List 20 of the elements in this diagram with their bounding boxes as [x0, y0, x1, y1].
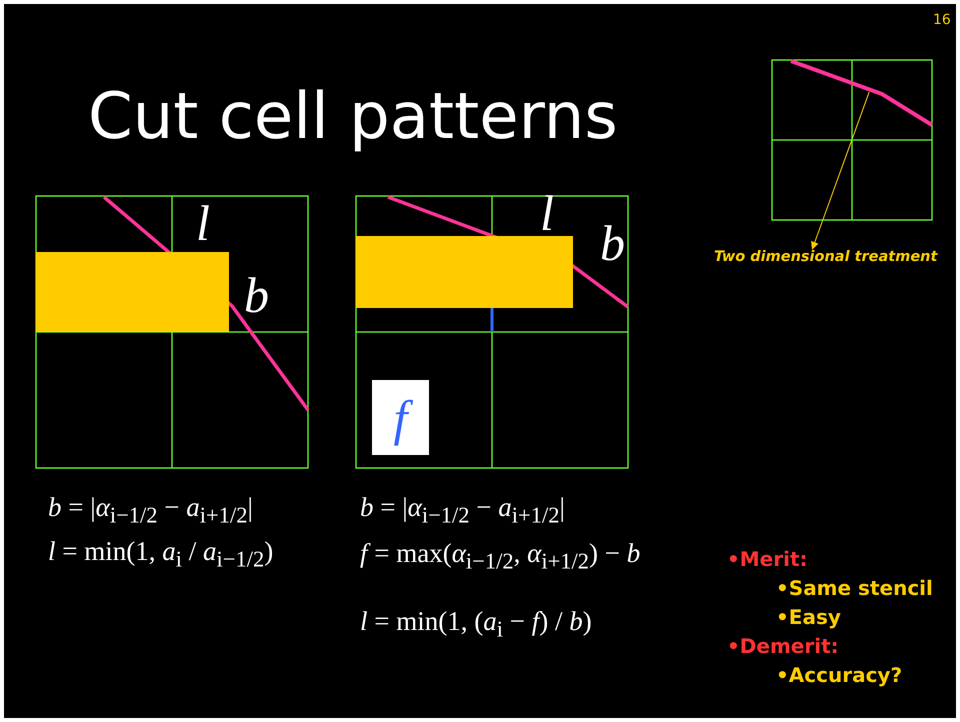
- formula: l = min(1, a$_{i}$ / a$_{i−1/2}$): [48, 536, 274, 572]
- variable-label: l: [540, 190, 554, 238]
- bullet-heading: •Merit:: [727, 547, 808, 571]
- bullet-item: •Same stencil: [776, 576, 933, 600]
- symbol-card: f: [372, 380, 429, 455]
- variable-label: b: [600, 220, 625, 268]
- variable-label: b: [244, 272, 269, 320]
- formula: l = min(1, (a$_{i}$ − f) / b): [360, 606, 592, 642]
- bullet-heading: •Demerit:: [727, 634, 839, 658]
- variable-label: l: [196, 200, 210, 248]
- bullet-item: •Easy: [776, 605, 841, 629]
- formula: b = |α$_{i−1/2}$ − a$_{i+1/2}$|: [48, 492, 253, 528]
- leader-line: [811, 92, 870, 250]
- formula: f = max(α$_{i−1/2}$, α$_{i+1/2}$) − b: [360, 538, 640, 574]
- bullet-item: •Accuracy?: [776, 663, 902, 687]
- cut-cell-drawing: [771, 59, 933, 221]
- formula: b = |α$_{i−1/2}$ − a$_{i+1/2}$|: [360, 492, 565, 528]
- slide-title: Cut cell patterns: [88, 80, 618, 154]
- annotation-text: Two dimensional treatment: [714, 249, 938, 265]
- page-number: 16: [933, 12, 951, 28]
